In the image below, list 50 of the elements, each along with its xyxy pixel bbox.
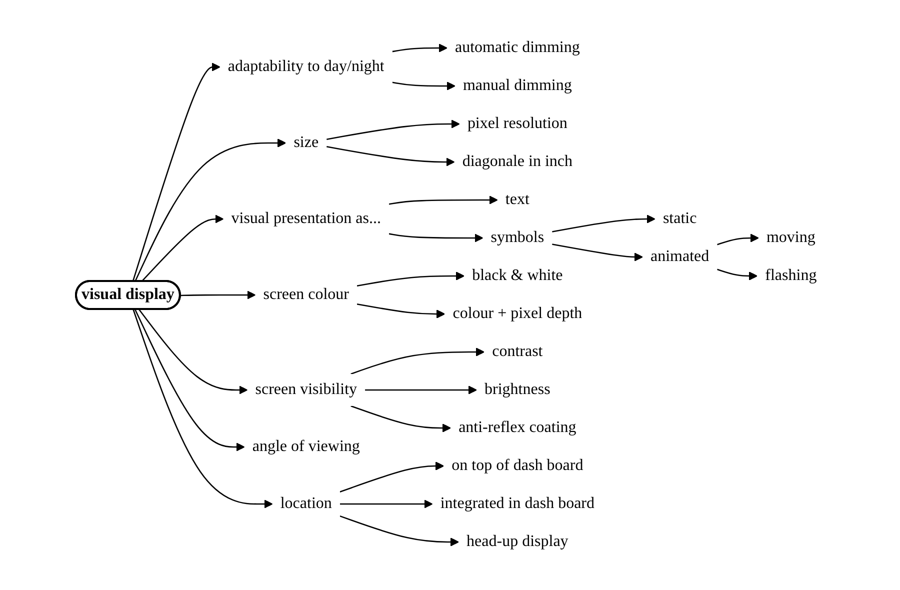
- arrow: [552, 214, 655, 232]
- node-text: colour + pixel depth: [452, 304, 582, 322]
- node-text: integrated in dash board: [440, 494, 594, 512]
- arrow: [716, 234, 759, 246]
- node-text: black & white: [472, 266, 562, 284]
- arrow: [392, 82, 456, 90]
- arrow: [388, 196, 498, 205]
- arrow: [350, 348, 484, 375]
- node-text: symbols: [490, 228, 544, 246]
- arrow: [132, 62, 220, 282]
- node-text: contrast: [492, 342, 542, 360]
- node-text: screen visibility: [254, 380, 357, 398]
- arrow: [326, 120, 460, 140]
- arrow: [132, 309, 272, 508]
- arrow: [339, 515, 459, 546]
- arrow: [134, 309, 244, 452]
- node-text: brightness: [484, 380, 550, 398]
- arrow: [392, 44, 448, 52]
- node-text: automatic dimming: [454, 39, 580, 56]
- node-text: flashing: [764, 266, 816, 284]
- arrow: [350, 405, 451, 432]
- arrow: [180, 290, 256, 300]
- node-text: adaptability to day/night: [228, 58, 384, 75]
- arrow: [388, 233, 483, 242]
- node-text: angle of viewing: [252, 438, 360, 455]
- node-text: moving: [766, 228, 816, 246]
- arrow: [340, 500, 432, 508]
- node-text: text: [505, 190, 530, 208]
- arrow: [356, 303, 445, 318]
- node-text: manual dimming: [462, 77, 572, 94]
- arrow: [134, 138, 286, 282]
- arrow: [339, 462, 444, 493]
- arrow: [140, 214, 224, 282]
- arrow: [326, 146, 454, 166]
- arrow: [552, 244, 643, 262]
- arrow: [356, 272, 464, 287]
- node-text: anti-reflex coating: [458, 418, 576, 436]
- node-text: pixel resolution: [467, 114, 568, 132]
- node-text: on top of dash board: [451, 456, 583, 474]
- node-text: size: [293, 134, 318, 151]
- node-text: head-up display: [466, 532, 568, 550]
- node-text: visual presentation as...: [230, 210, 381, 227]
- arrow: [716, 268, 758, 280]
- node-text: diagonale in inch: [462, 152, 572, 170]
- node-text: screen colour: [262, 286, 349, 303]
- arrow: [364, 386, 477, 394]
- arrow: [138, 309, 248, 394]
- node-text: location: [280, 494, 332, 512]
- node-text: static: [662, 210, 696, 227]
- node-text: animated: [650, 248, 709, 265]
